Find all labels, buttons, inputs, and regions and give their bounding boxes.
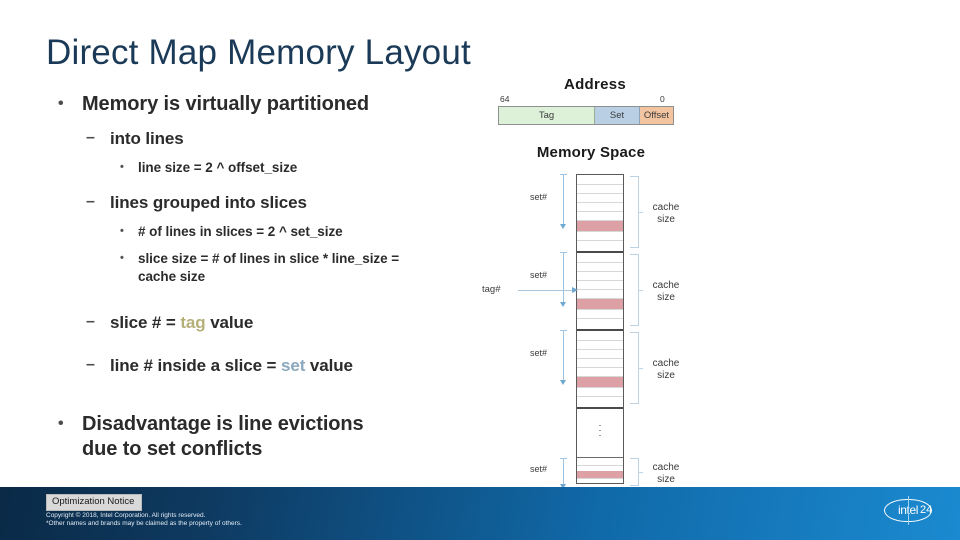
address-segment-tag: Tag — [499, 107, 595, 124]
bullet-level3-num-lines-in-slices: • # of lines in slices = 2 ^ set_size — [46, 223, 476, 241]
set-label-3: set# — [530, 348, 548, 358]
bullet-level1-memory-partitioned: • Memory is virtually partitioned — [46, 92, 476, 117]
bullet-list: • Memory is virtually partitioned – into… — [46, 92, 476, 464]
highlighted-cache-line-3 — [577, 377, 623, 387]
bullet-text-line2: cache size — [138, 269, 206, 284]
cache-size-brace-2 — [630, 254, 643, 326]
spacer — [46, 119, 476, 128]
bullet-text: into lines — [110, 129, 184, 148]
bullet-text-prefix: slice # = — [110, 313, 181, 332]
dash-glyph-icon: – — [86, 313, 95, 330]
dash-glyph-icon: – — [86, 193, 95, 210]
bullet-text: line size = 2 ^ offset_size — [138, 160, 298, 175]
bullet-level1-disadvantage: • Disadvantage is line evictions due to … — [46, 412, 476, 462]
bullet-level3-line-size: • line size = 2 ^ offset_size — [46, 159, 476, 177]
spacer — [46, 214, 476, 223]
memory-block-2 — [577, 253, 623, 329]
vertical-ellipsis-icon: · · · — [598, 420, 602, 440]
copyright-line-1: Copyright © 2018, Intel Corporation. All… — [46, 512, 206, 519]
arrowhead-icon — [572, 286, 578, 293]
bullet-level2-lines-grouped-slices: – lines grouped into slices — [46, 192, 476, 214]
address-bit-low-label: 0 — [660, 94, 665, 104]
cache-size-brace-4 — [630, 458, 643, 486]
slide-footer: Optimization Notice Copyright © 2018, In… — [0, 487, 960, 540]
block-divider-1 — [577, 251, 623, 253]
copyright-line-2: *Other names and brands may be claimed a… — [46, 520, 242, 527]
address-bit-high-label: 64 — [500, 94, 510, 104]
memory-space-title: Memory Space — [536, 144, 646, 161]
address-segment-offset: Offset — [640, 107, 673, 124]
bullet-glyph-icon: • — [58, 415, 64, 432]
bullet-text-prefix: line # inside a slice = — [110, 356, 281, 375]
direct-map-diagram: Address 64 0 Tag Set Offset Memory Space — [480, 74, 695, 489]
keyword-tag: tag — [180, 313, 206, 332]
highlighted-cache-line-1 — [577, 221, 623, 231]
memory-block-3 — [577, 331, 623, 407]
footer-divider — [908, 496, 909, 525]
bullet-level3-slice-size: • slice size = # of lines in slice * lin… — [46, 250, 476, 286]
bullet-text: Memory is virtually partitioned — [82, 93, 369, 115]
bullet-glyph-icon: • — [58, 95, 64, 112]
optimization-notice-badge[interactable]: Optimization Notice — [46, 494, 143, 511]
memory-block-1 — [577, 175, 623, 251]
page-number: 24 — [920, 504, 933, 516]
bullet-level2-line-num-set: – line # inside a slice = set value — [46, 355, 476, 377]
spacer — [46, 377, 476, 403]
block-divider-2 — [577, 329, 623, 331]
page-title: Direct Map Memory Layout — [46, 33, 471, 72]
spacer — [46, 241, 476, 250]
highlighted-cache-line-4 — [577, 471, 623, 478]
bullet-text-line1: Disadvantage is line evictions — [82, 413, 364, 435]
dash-glyph-icon: – — [86, 356, 95, 373]
spacer — [46, 177, 476, 192]
dash-glyph-icon: – — [86, 129, 95, 146]
bullet-glyph-icon: • — [120, 252, 124, 264]
bullet-text-suffix: value — [305, 356, 353, 375]
keyword-set: set — [281, 356, 306, 375]
bullet-glyph-icon: • — [120, 161, 124, 173]
bullet-level2-slice-num-tag: – slice # = tag value — [46, 312, 476, 334]
address-bit-field-bar: Tag Set Offset — [498, 106, 674, 125]
bullet-text-suffix: value — [205, 313, 254, 332]
spacer — [46, 334, 476, 355]
bullet-text-line2: due to set conflicts — [82, 438, 263, 460]
bullet-text-line1: slice size = # of lines in slice * line_… — [138, 251, 400, 266]
address-title: Address — [563, 76, 627, 93]
bullet-text: # of lines in slices = 2 ^ set_size — [138, 224, 343, 239]
spacer — [46, 286, 476, 312]
bullet-text: lines grouped into slices — [110, 193, 307, 212]
block-divider-3 — [577, 407, 623, 409]
memory-block-4 — [577, 459, 623, 483]
bullet-level2-into-lines: – into lines — [46, 128, 476, 150]
set-label-2: set# — [530, 270, 548, 280]
spacer — [46, 403, 476, 412]
set-label-1: set# — [530, 192, 548, 202]
tag-label: tag# — [482, 284, 501, 295]
set-label-4: set# — [530, 464, 548, 474]
cache-size-brace-1 — [630, 176, 643, 248]
highlighted-cache-line-2 — [577, 299, 623, 309]
cache-size-brace-3 — [630, 332, 643, 404]
spacer — [46, 150, 476, 159]
address-segment-set: Set — [595, 107, 640, 124]
bullet-glyph-icon: • — [120, 225, 124, 237]
memory-space-column: · · · — [576, 174, 624, 484]
